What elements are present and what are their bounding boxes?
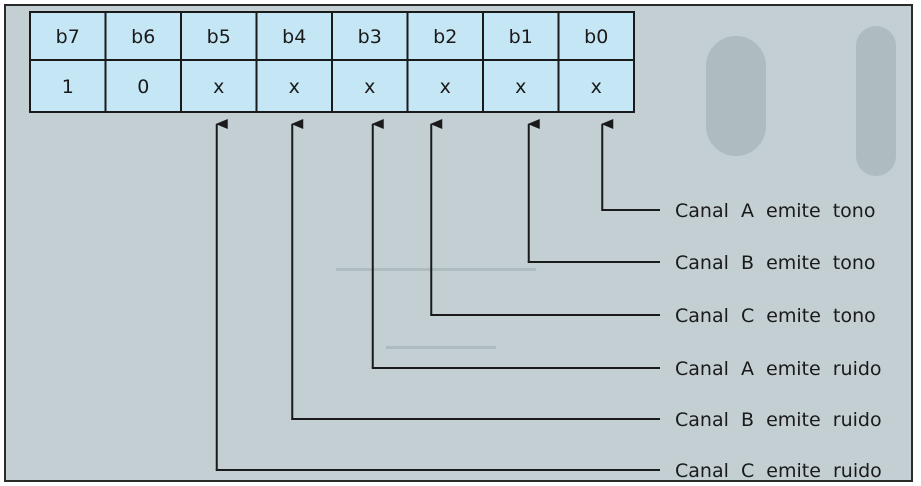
value-cell [406, 59, 484, 113]
header-cell [29, 11, 107, 61]
header-cell [482, 11, 560, 61]
value-cell [104, 59, 182, 113]
register-table: b7 1 b6 0 b5 x b4 x b3 x b2 x b1 x b0 x [29, 11, 635, 113]
channel-label: Canal C emite tono [675, 305, 876, 327]
background-shape [386, 346, 496, 349]
background-shape [706, 36, 766, 156]
channel-label: Canal B emite tono [675, 252, 876, 274]
value-cell [482, 59, 560, 113]
bit-value: x [515, 76, 526, 98]
value-cell [180, 59, 258, 113]
background-shape [336, 268, 536, 271]
header-cell [557, 11, 635, 61]
bit-value: 0 [137, 76, 149, 98]
channel-label: Canal B emite ruido [675, 409, 882, 431]
bit-header: b1 [509, 26, 533, 48]
bit-header: b2 [433, 26, 457, 48]
bit-value: x [440, 76, 451, 98]
background-shape [856, 26, 896, 176]
value-cell [29, 59, 107, 113]
bit-header: b5 [207, 26, 231, 48]
bit-value: 1 [62, 76, 74, 98]
bit-header: b6 [131, 26, 155, 48]
channel-label: Canal A emite tono [675, 200, 875, 222]
bit-header: b4 [282, 26, 306, 48]
header-cell [331, 11, 409, 61]
bit-header: b7 [56, 26, 80, 48]
channel-label: Canal A emite ruido [675, 358, 882, 380]
bit-value: x [289, 76, 300, 98]
connector-lines [215, 119, 660, 471]
header-cell [406, 11, 484, 61]
channel-label: Canal C emite ruido [675, 460, 882, 482]
header-cell [255, 11, 333, 61]
bit-value: x [591, 76, 602, 98]
bit-value: x [364, 76, 375, 98]
bit-value: x [213, 76, 224, 98]
value-cell [557, 59, 635, 113]
bit-header: b0 [584, 26, 608, 48]
bit-header: b3 [358, 26, 382, 48]
header-cell [180, 11, 258, 61]
